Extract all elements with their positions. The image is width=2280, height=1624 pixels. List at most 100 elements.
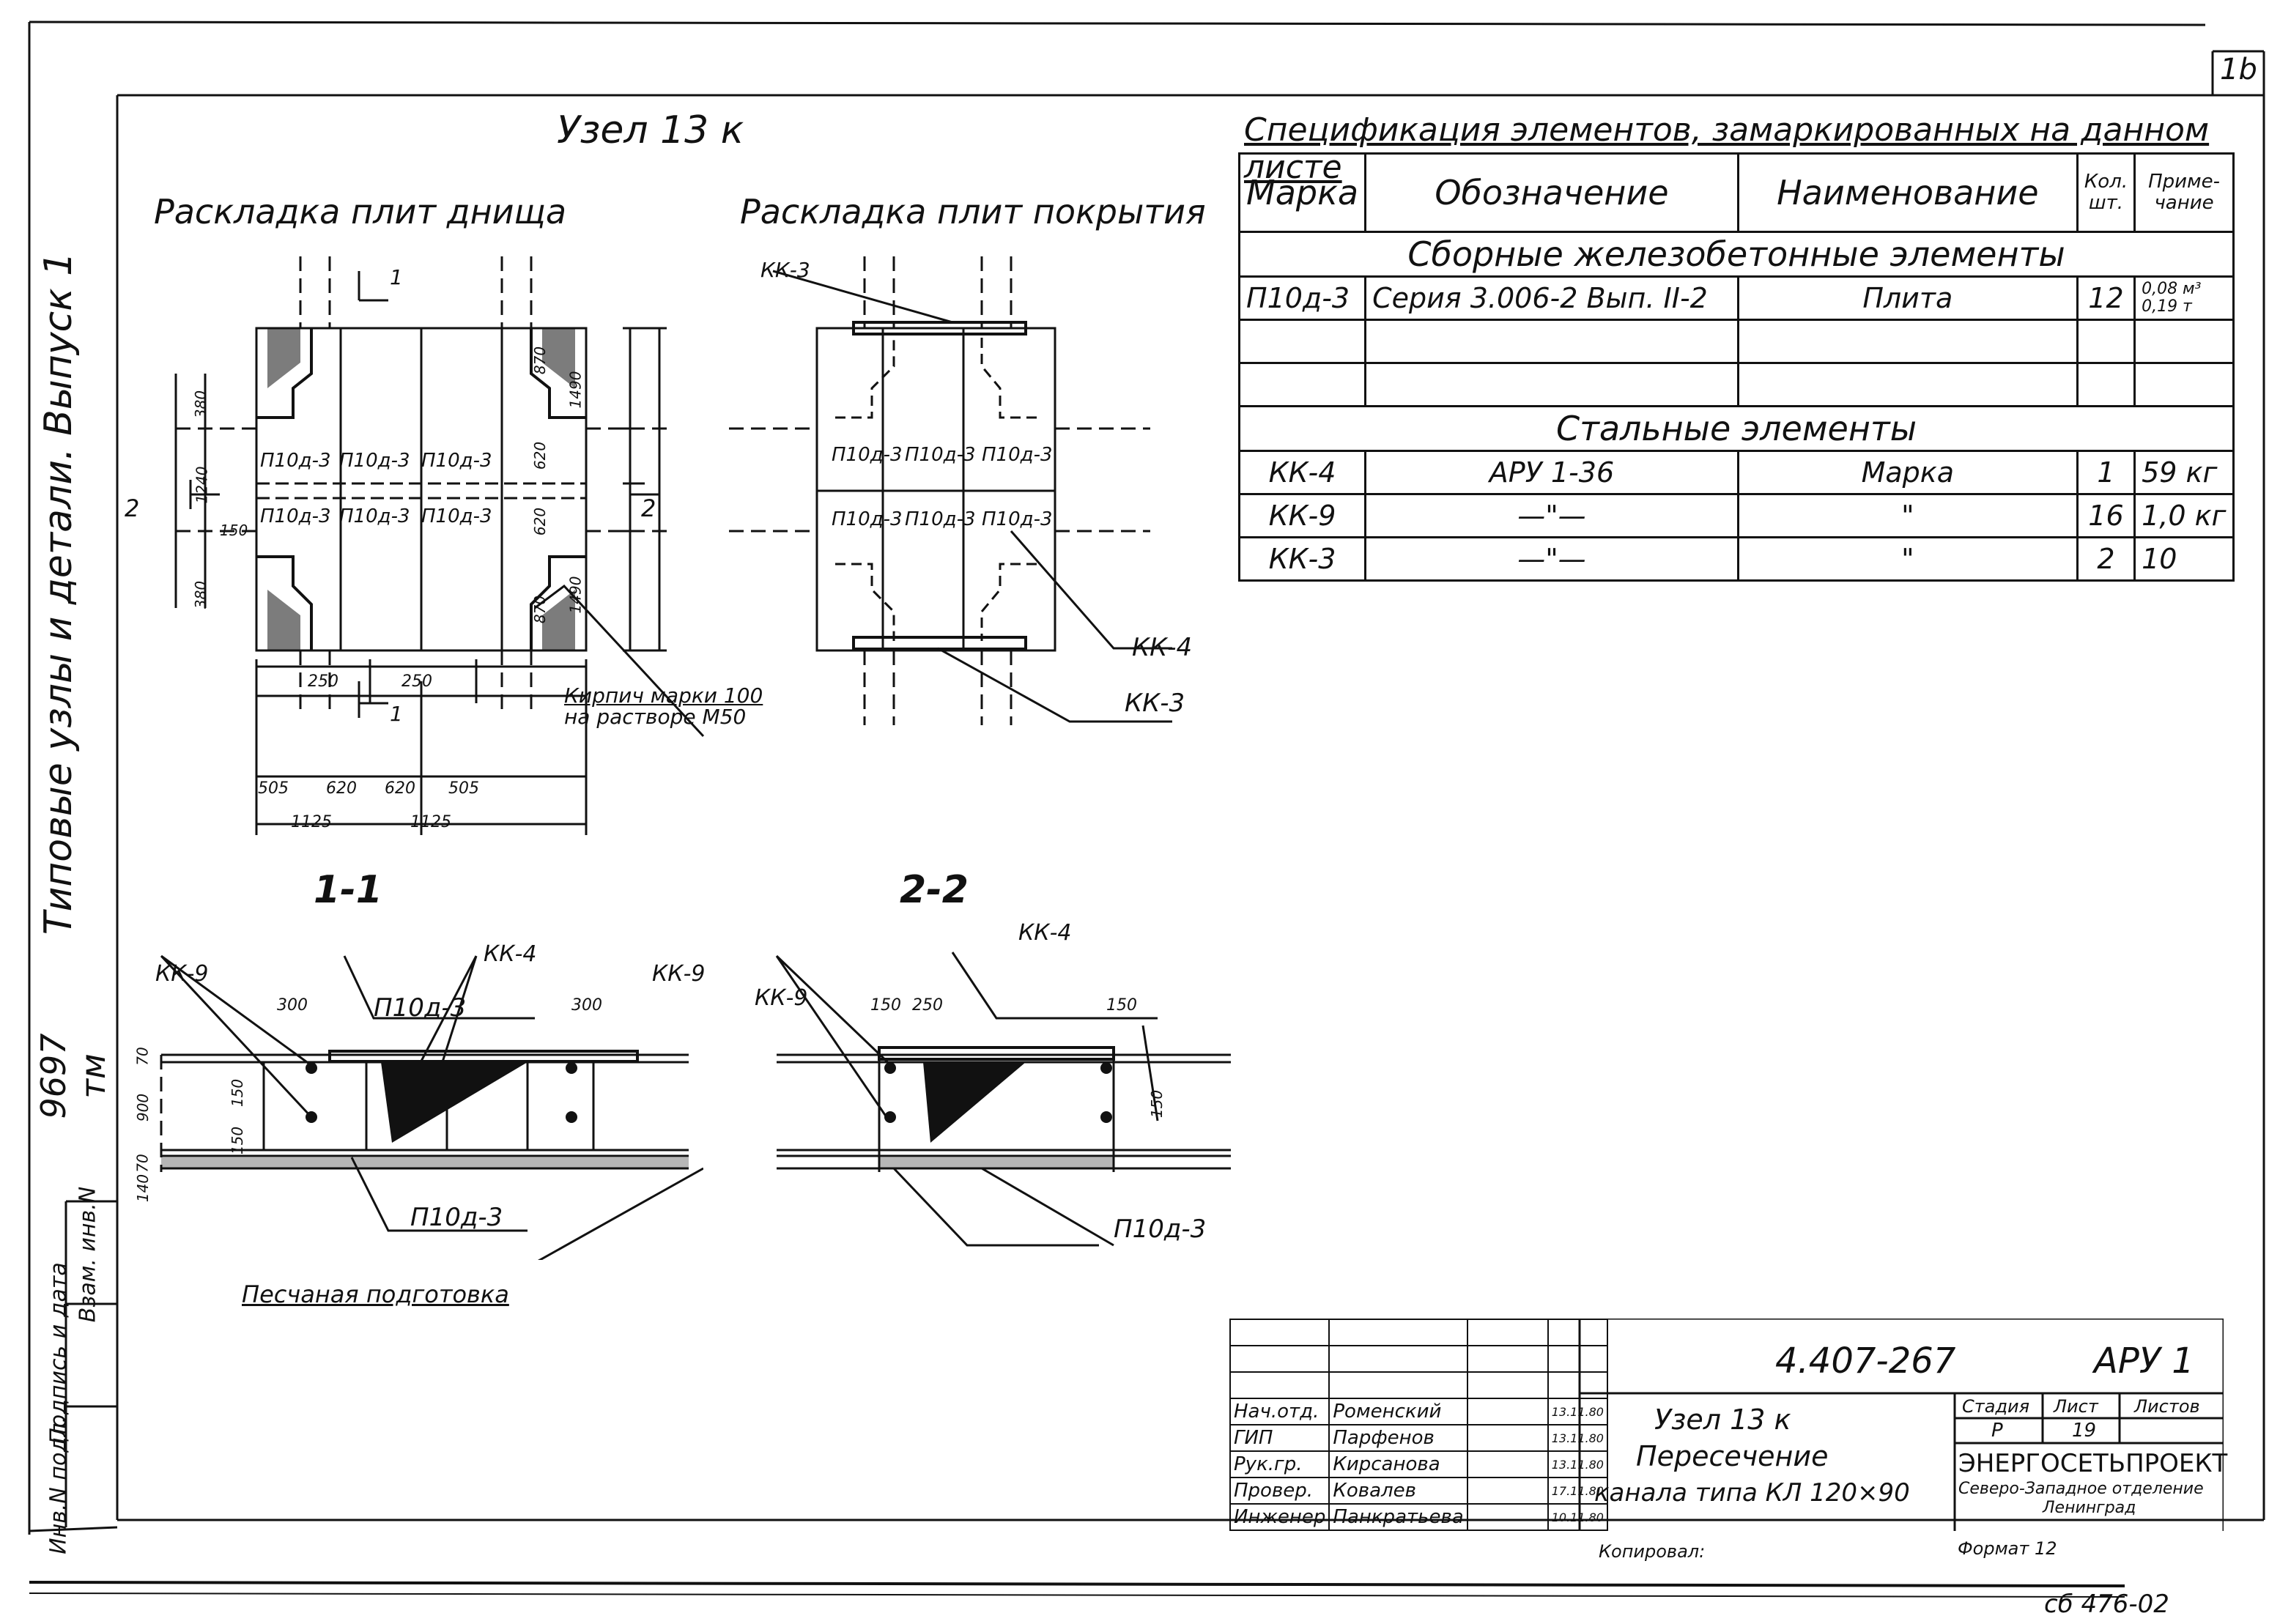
tb-title-2: Пересечение — [1636, 1440, 1829, 1472]
table-row: Нач.отд. Роменский 13.11.80 — [1229, 1398, 1608, 1425]
dim-label: 620 — [385, 779, 415, 798]
kk4-label: КК-4 — [1132, 633, 1193, 662]
dim-label: 1490 — [566, 576, 585, 614]
brick-note-line1: Кирпич марки 100 — [564, 683, 763, 708]
dim-label: 505 — [448, 779, 479, 798]
dim-label: 900 — [134, 1093, 152, 1122]
title-block-frame — [1229, 1319, 2224, 1531]
dim-label: 250 — [308, 672, 338, 691]
slab-label: П10д-3 — [832, 508, 903, 530]
tb-stage-label: Стадия — [1962, 1396, 2030, 1417]
spec-cell-note: 59 кг — [2133, 450, 2235, 495]
slab-label: П10д-3 — [832, 444, 903, 466]
tb-signature — [1466, 1398, 1549, 1425]
dim-label: 250 — [401, 672, 432, 691]
spec-cell-name: Плита — [1736, 275, 2079, 321]
tb-name: Панкратьева — [1328, 1503, 1468, 1531]
plan-top-title: Раскладка плит покрытия — [740, 192, 1206, 231]
copied-by: Копировал: — [1599, 1541, 1706, 1562]
spec-cell-designation: —"— — [1364, 536, 1739, 582]
spec-header-designation: Обозначение — [1364, 152, 1739, 233]
tb-org-sub2: Ленинград — [2043, 1499, 2136, 1517]
side-series: 9697 тм — [34, 1033, 113, 1119]
slab-top-label: П10д-3 — [374, 993, 467, 1023]
slab-label: П10д-3 — [905, 508, 976, 530]
section-1-1-title: 1-1 — [314, 868, 382, 912]
dim-label: 620 — [531, 441, 549, 470]
dim-label: 150 — [1148, 1089, 1166, 1119]
tb-sheets-label: Листов — [2134, 1396, 2200, 1417]
dim-label: 300 — [277, 996, 308, 1015]
dim-label: 870 — [531, 595, 549, 624]
slab-label: П10д-3 — [260, 505, 331, 527]
tb-date: 13.11.80 — [1547, 1424, 1608, 1452]
spec-cell-note: 1,0 кг — [2133, 493, 2235, 538]
slab-label: П10д-3 — [421, 450, 492, 472]
tb-role: Нач.отд. — [1229, 1398, 1330, 1425]
slab-label: П10д-3 — [339, 505, 410, 527]
dim-label: 150 — [229, 1078, 247, 1108]
tb-date: 10.11.80 — [1547, 1503, 1608, 1531]
table-row: П10д-3 Серия 3.006-2 Вып. II-2 Плита 12 … — [1237, 275, 2235, 321]
spec-cell-note: 0,08 м³ 0,19 т — [2133, 275, 2235, 321]
tb-role: Рук.гр. — [1229, 1450, 1330, 1478]
slab-label: П10д-3 — [905, 444, 976, 466]
tb-role: Провер. — [1229, 1477, 1330, 1505]
dim-label: 1240 — [193, 466, 211, 504]
section-1-1-drawing — [160, 954, 703, 1260]
side-podpis-data: Подпись и дата — [45, 1262, 72, 1445]
kk9-right-label: КК-9 — [652, 961, 706, 987]
side-album: Типовые узлы и детали. Выпуск 1 — [37, 251, 81, 935]
tb-sheet-label: Лист — [2054, 1396, 2098, 1417]
slab-label: П10д-3 — [421, 505, 492, 527]
spec-cell-name: " — [1736, 536, 2079, 582]
table-row: КК-9 —"— " 16 1,0 кг — [1237, 493, 2235, 538]
kk4-label: КК-4 — [1018, 920, 1072, 946]
section-mark-2: 2 — [641, 494, 656, 522]
tb-album-code: АРУ 1 — [2094, 1341, 2194, 1382]
table-row: КК-3 —"— " 2 10 — [1237, 536, 2235, 582]
section-2-2-drawing — [775, 952, 1231, 1247]
kk9-label: КК-9 — [755, 985, 808, 1011]
dim-label: 150 — [229, 1126, 247, 1155]
dim-label: 1125 — [291, 813, 332, 831]
table-row: Провер. Ковалев 17.11.80 — [1229, 1477, 1608, 1505]
plan-top-drawing — [729, 256, 1172, 725]
spec-cell-qty: 1 — [2076, 450, 2136, 495]
dim-label: 620 — [326, 779, 357, 798]
spec-cell-designation: —"— — [1364, 493, 1739, 538]
dim-label: 870 — [531, 346, 549, 375]
tb-title-3: канала типа КЛ 120×90 — [1594, 1478, 1910, 1508]
spec-cell-name: Марка — [1736, 450, 2079, 495]
slab-label: П10д-3 — [1114, 1215, 1207, 1244]
table-row: КК-4 АРУ 1-36 Марка 1 59 кг — [1237, 450, 2235, 495]
tb-org-sub1: Северо-Западное отделение — [1958, 1480, 2204, 1498]
node-title: Узел 13 к — [557, 108, 744, 152]
tb-stage: Р — [1991, 1420, 2003, 1442]
tb-signature — [1466, 1424, 1549, 1452]
spec-header-mark: Марка — [1237, 152, 1367, 233]
plan-bottom-drawing — [174, 256, 705, 835]
table-row: Рук.гр. Кирсанова 13.11.80 — [1229, 1450, 1608, 1478]
plan-bottom-title: Раскладка плит днища — [154, 192, 567, 231]
slab-label: П10д-3 — [982, 444, 1053, 466]
spec-cell-qty: 12 — [2076, 275, 2136, 321]
dim-label: 150 — [220, 522, 248, 539]
spec-section-steel: Стальные элементы — [1238, 405, 2235, 452]
section-2-2-title: 2-2 — [900, 868, 969, 912]
slab-label: П10д-3 — [982, 508, 1053, 530]
dim-label: 1490 — [566, 371, 585, 409]
spec-cell-mark: КК-4 — [1237, 450, 1367, 495]
spec-cell-qty: 2 — [2076, 536, 2136, 582]
spec-cell-name: " — [1736, 493, 2079, 538]
spec-cell-qty: 16 — [2076, 493, 2136, 538]
tb-date: 13.11.80 — [1547, 1450, 1608, 1478]
spec-cell-mark: КК-3 — [1237, 536, 1367, 582]
title-block: Нач.отд. Роменский 13.11.80 ГИП Парфенов… — [1229, 1319, 2227, 1531]
slab-bottom-label: П10д-3 — [410, 1203, 503, 1232]
tb-date: 17.11.80 — [1547, 1477, 1608, 1505]
tb-date: 13.11.80 — [1547, 1398, 1608, 1425]
kk3-bottom-label: КК-3 — [1125, 689, 1185, 718]
dim-label: 1125 — [410, 813, 451, 831]
